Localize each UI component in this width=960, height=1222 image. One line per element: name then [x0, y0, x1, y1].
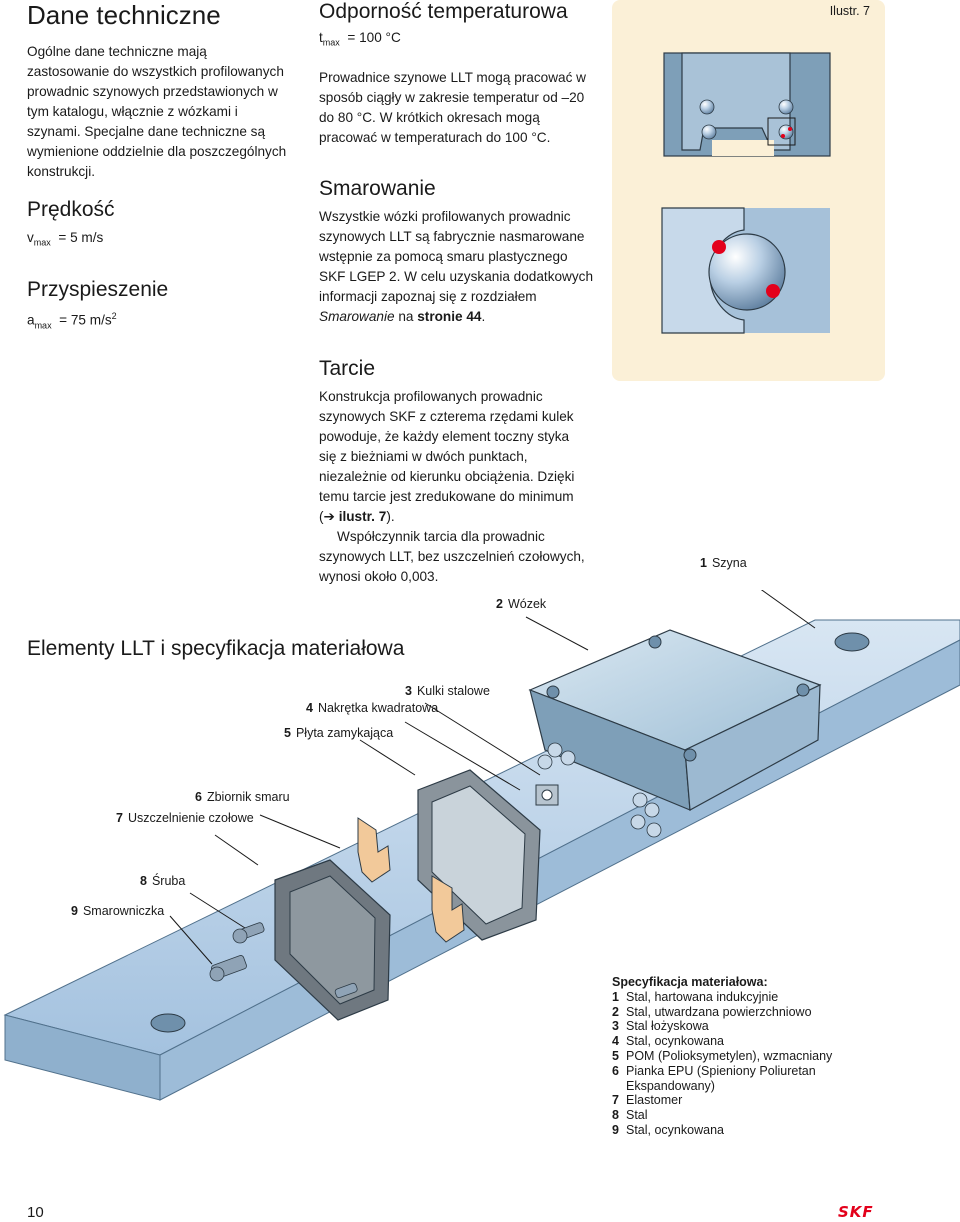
- acceleration-formula: amax = 75 m/s2: [27, 311, 117, 331]
- temperature-heading: Odporność temperaturowa: [319, 0, 568, 23]
- temperature-text: Prowadnice szynowe LLT mogą pracować w s…: [319, 70, 586, 145]
- friction-heading: Tarcie: [319, 357, 376, 380]
- page-title: Dane techniczne: [27, 0, 221, 30]
- lubrication-text: Wszystkie wózki profilowanych prowadnic …: [319, 209, 594, 324]
- skf-logo: SKF: [838, 1203, 874, 1221]
- llt-assembly-drawing: [3, 590, 960, 1101]
- acceleration-heading: Przyspieszenie: [27, 278, 169, 301]
- page-reference-link[interactable]: stronie 44: [417, 309, 482, 324]
- speed-heading: Prędkość: [27, 198, 115, 221]
- temperature-formula: tmax = 100 °C: [319, 30, 401, 48]
- lubrication-heading: Smarowanie: [319, 177, 436, 200]
- arrow-icon: ➔: [323, 509, 335, 524]
- figure-reference-link[interactable]: ilustr. 7: [338, 509, 387, 524]
- ball-contact-illustration: [661, 52, 831, 334]
- intro-text: Ogólne dane techniczne mają zastosowanie…: [27, 44, 287, 179]
- speed-formula: vmax = 5 m/s: [27, 230, 104, 248]
- friction-text: Konstrukcja profilowanych prowadnic szyn…: [319, 389, 585, 584]
- material-spec-title: Specyfikacja materiałowa:: [612, 975, 768, 989]
- elements-heading: Elementy LLT i specyfikacja materiałowa: [27, 637, 405, 660]
- figure-caption: Ilustr. 7: [829, 4, 870, 18]
- page-number: 10: [27, 1204, 44, 1221]
